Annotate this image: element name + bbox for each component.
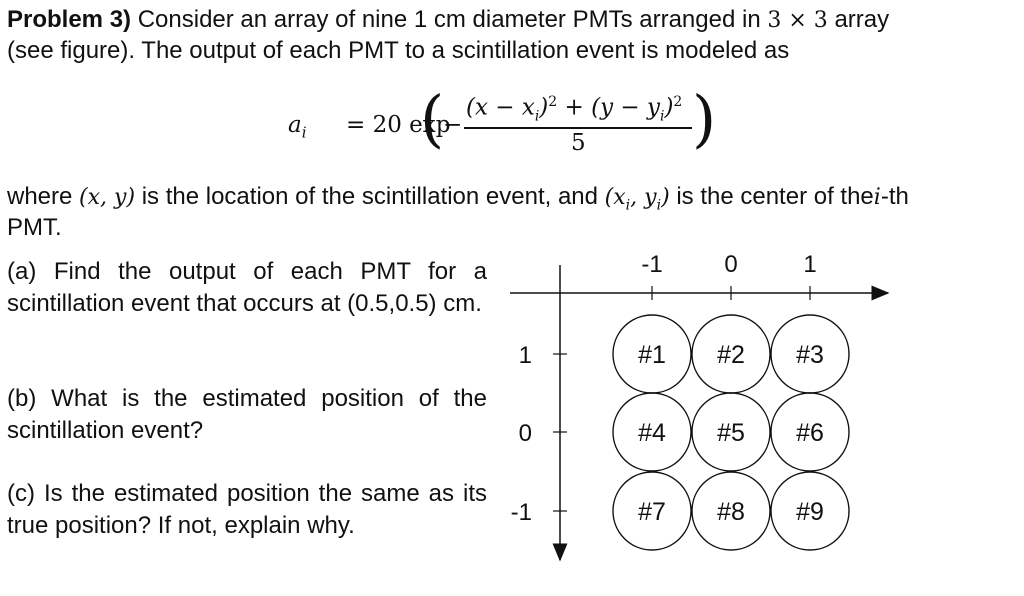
pmt-circle [770,392,850,472]
y-tick-label: 0 [519,420,532,447]
fraction-bar [464,127,692,129]
minus-sign: − [443,112,463,138]
equation-exp: = 20 exp [346,112,451,138]
question-b: (b) What is the estimated position of th… [7,385,487,444]
y-tick-label: 1 [519,342,532,369]
pmt-label: #5 [717,419,745,447]
left-paren: ( [420,82,445,155]
pmt-label: #4 [638,419,666,447]
problem-statement-line-2: (see figure). The output of each PMT to … [7,37,790,64]
where-line-2: PMT. [7,214,62,241]
pmt-circle [691,392,771,472]
pmt-label: #1 [638,341,666,369]
question-c: (c) Is the estimated position the same a… [7,480,487,539]
right-paren: ) [692,82,717,155]
x-tick-label: -1 [641,251,662,278]
where-line: where (x, y) is the location of the scin… [7,183,909,214]
pmt-label: #2 [717,341,745,369]
problem-statement-line-1: Problem 3) Consider an array of nine 1 c… [7,4,889,36]
problem-label: Problem 3) [7,6,132,33]
equation-lhs: ai [288,112,307,142]
pmt-circle [691,471,771,551]
pmt-label: #9 [796,498,824,526]
intro-text-2: array [834,6,890,33]
pmt-circle [770,471,850,551]
array-dims: 3 × 3 [767,8,828,33]
pmt-label: #7 [638,498,666,526]
intro-text: Consider an array of nine 1 cm diameter … [137,6,761,33]
pmt-circle [612,392,692,472]
x-tick-label: 0 [724,251,737,278]
pmt-label: #8 [717,498,745,526]
pmt-circle [612,471,692,551]
numerator: (x − xi)2 + (y − yi)2 [466,94,683,125]
x-tick-label: 1 [803,251,816,278]
y-tick-label: -1 [511,499,532,526]
denominator: 5 [571,130,586,156]
question-a: (a) Find the output of each PMT for a sc… [7,258,487,317]
pmt-label: #3 [796,341,824,369]
equation: ai = 20 exp ( − (x − xi)2 + (y − yi)2 5 … [0,82,1024,168]
pmt-label: #6 [796,419,824,447]
